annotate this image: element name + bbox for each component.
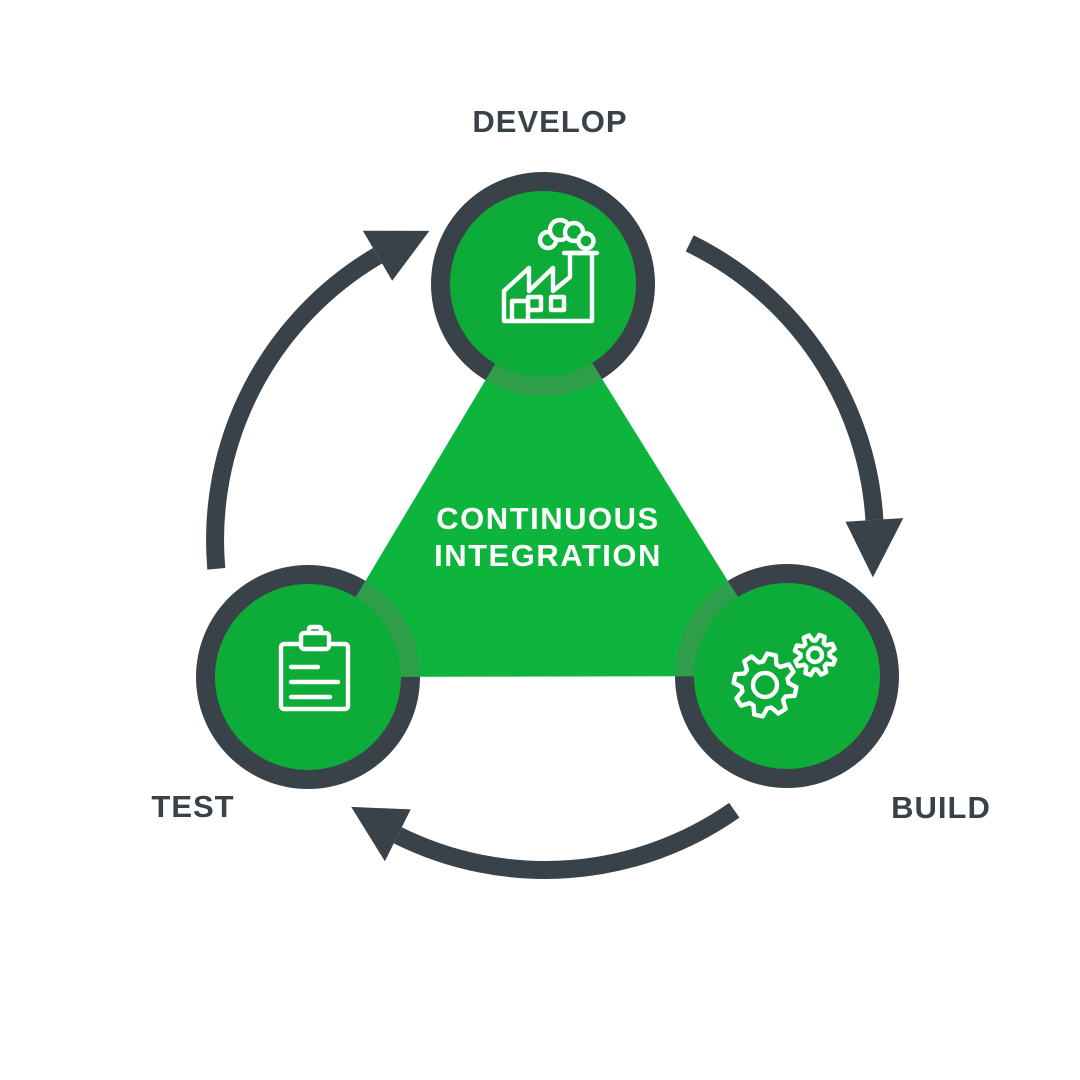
- factory-window: [548, 294, 567, 313]
- ci-triangle: [308, 284, 787, 677]
- test-label: TEST: [151, 789, 235, 824]
- arc-test-to-develop: [206, 247, 383, 570]
- large-gear: [731, 651, 799, 719]
- gears-icon: [731, 632, 838, 719]
- factory-door: [509, 298, 531, 324]
- large-gear-hole: [750, 670, 780, 700]
- cycle-arrows: [206, 230, 904, 879]
- triangle-ring-overlaps: [308, 284, 787, 677]
- ci-title-line1: CONTINUOUS: [436, 501, 660, 536]
- factory-building: [501, 250, 595, 324]
- develop-overlap-band: [431, 284, 655, 396]
- clipboard-icon: [278, 624, 351, 712]
- test-node-circle: [215, 584, 401, 770]
- build-overlap-band: [675, 564, 787, 677]
- arrowhead-to-develop-icon: [362, 230, 430, 281]
- arc-build-to-test: [393, 802, 740, 879]
- arrowhead-to-test-icon: [351, 806, 411, 862]
- clipboard-clip: [298, 630, 332, 652]
- develop-node-circle: [450, 191, 636, 377]
- small-gear: [792, 632, 838, 678]
- develop-label: DEVELOP: [472, 104, 628, 139]
- small-gear-hole: [805, 645, 825, 665]
- build-label: BUILD: [891, 790, 991, 825]
- arrowhead-to-build-icon: [845, 518, 904, 578]
- arc-develop-to-build: [685, 235, 884, 521]
- smoke-puff: [576, 231, 596, 251]
- ci-title: CONTINUOUS INTEGRATION: [434, 500, 662, 574]
- ci-title-line2: INTEGRATION: [434, 538, 662, 573]
- factory-icon: [501, 217, 600, 324]
